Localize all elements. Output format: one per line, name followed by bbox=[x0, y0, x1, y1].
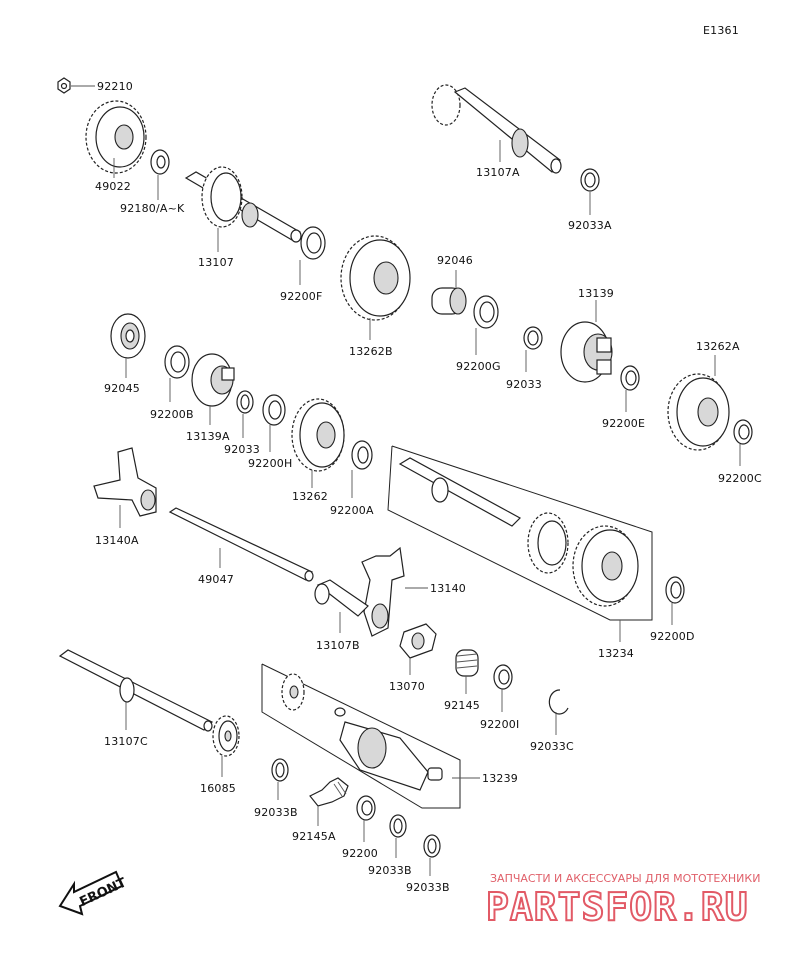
label-92145A[interactable]: 92145A bbox=[292, 830, 336, 843]
part-13262A-gear[interactable] bbox=[667, 373, 730, 451]
watermark-brand: PARTSFOR.RU bbox=[486, 885, 749, 929]
part-92033B-circlip-middle[interactable] bbox=[389, 814, 407, 838]
part-13239-drum-assembly[interactable] bbox=[281, 673, 443, 791]
part-16085-gear[interactable] bbox=[212, 715, 240, 757]
label-13234[interactable]: 13234 bbox=[598, 647, 634, 660]
part-92033B-circlip-right[interactable] bbox=[423, 834, 441, 858]
part-13234-shaft-assembly[interactable] bbox=[398, 457, 639, 607]
label-92033-left[interactable]: 92033 bbox=[224, 443, 260, 456]
label-92046[interactable]: 92046 bbox=[437, 254, 473, 267]
part-13107B-sleeve[interactable] bbox=[314, 579, 369, 617]
part-92200C-washer[interactable] bbox=[733, 419, 753, 445]
part-92200H-washer[interactable] bbox=[262, 394, 286, 426]
part-92046-bearing[interactable] bbox=[431, 287, 467, 315]
label-92033B-1[interactable]: 92033B bbox=[254, 806, 298, 819]
label-13107C[interactable]: 13107C bbox=[104, 735, 148, 748]
part-92200A-washer[interactable] bbox=[351, 440, 373, 470]
label-92145[interactable]: 92145 bbox=[444, 699, 480, 712]
part-13107-shaft[interactable] bbox=[184, 166, 302, 243]
part-92200I-washer[interactable] bbox=[493, 664, 513, 690]
label-92210[interactable]: 92210 bbox=[97, 80, 133, 93]
label-92200A[interactable]: 92200A bbox=[330, 504, 374, 517]
label-92045[interactable]: 92045 bbox=[104, 382, 140, 395]
part-92200E-washer[interactable] bbox=[620, 365, 640, 391]
part-13140-shift-fork[interactable] bbox=[361, 546, 405, 637]
label-13262[interactable]: 13262 bbox=[292, 490, 328, 503]
part-13262-gear[interactable] bbox=[291, 398, 345, 472]
part-92145-spring[interactable] bbox=[455, 649, 479, 677]
label-92200G[interactable]: 92200G bbox=[456, 360, 501, 373]
label-92033A[interactable]: 92033A bbox=[568, 219, 612, 232]
part-13107C-shaft[interactable] bbox=[58, 649, 214, 732]
part-92033A-circlip[interactable] bbox=[580, 168, 600, 192]
label-13107[interactable]: 13107 bbox=[198, 256, 234, 269]
label-92200D[interactable]: 92200D bbox=[650, 630, 695, 643]
part-13139A-gear[interactable] bbox=[191, 353, 235, 407]
label-49022[interactable]: 49022 bbox=[95, 180, 131, 193]
label-92200F[interactable]: 92200F bbox=[280, 290, 323, 303]
diagram-code: E1361 bbox=[703, 24, 739, 37]
part-92033B-circlip-left[interactable] bbox=[271, 758, 289, 782]
label-92200[interactable]: 92200 bbox=[342, 847, 378, 860]
label-49047[interactable]: 49047 bbox=[198, 573, 234, 586]
label-13262A[interactable]: 13262A bbox=[696, 340, 740, 353]
part-92033C-circlip[interactable] bbox=[548, 689, 569, 715]
label-92180[interactable]: 92180/A~K bbox=[120, 202, 185, 215]
part-92180-washer[interactable] bbox=[150, 149, 170, 175]
part-92200-washer[interactable] bbox=[356, 795, 376, 821]
label-92200H[interactable]: 92200H bbox=[248, 457, 292, 470]
part-13139-gear[interactable] bbox=[560, 321, 613, 383]
front-arrow-icon: FRONT bbox=[58, 870, 129, 916]
label-13139A[interactable]: 13139A bbox=[186, 430, 230, 443]
part-13070-plate[interactable] bbox=[399, 623, 437, 659]
label-13070[interactable]: 13070 bbox=[389, 680, 425, 693]
part-92145A-spring[interactable] bbox=[309, 777, 349, 807]
part-49022-gear[interactable] bbox=[85, 100, 147, 174]
part-13140A-shift-fork[interactable] bbox=[93, 447, 157, 517]
label-92200B[interactable]: 92200B bbox=[150, 408, 194, 421]
part-49047-rod[interactable] bbox=[168, 507, 314, 582]
label-13262B[interactable]: 13262B bbox=[349, 345, 393, 358]
part-92200G-washer[interactable] bbox=[473, 295, 499, 329]
group-13239-box bbox=[261, 663, 461, 809]
label-92200I[interactable]: 92200I bbox=[480, 718, 519, 731]
part-92200B-washer[interactable] bbox=[164, 345, 190, 379]
label-92033C[interactable]: 92033C bbox=[530, 740, 574, 753]
part-92200D-washer[interactable] bbox=[665, 576, 685, 604]
label-92200C[interactable]: 92200C bbox=[718, 472, 762, 485]
part-92033-circlip-left[interactable] bbox=[236, 390, 254, 414]
part-92033-circlip[interactable] bbox=[523, 326, 543, 350]
part-92045-bearing[interactable] bbox=[110, 313, 146, 359]
label-92200E[interactable]: 92200E bbox=[602, 417, 645, 430]
label-92033B-3[interactable]: 92033B bbox=[406, 881, 450, 894]
label-92033B-2[interactable]: 92033B bbox=[368, 864, 412, 877]
watermark-tagline: ЗАПЧАСТИ И АКСЕССУАРЫ ДЛЯ МОТОТЕХНИКИ bbox=[490, 872, 760, 885]
label-13239[interactable]: 13239 bbox=[482, 772, 518, 785]
label-13107A[interactable]: 13107A bbox=[476, 166, 520, 179]
label-13107B[interactable]: 13107B bbox=[316, 639, 360, 652]
part-92210-nut[interactable] bbox=[57, 77, 71, 94]
part-13262B-gear[interactable] bbox=[340, 235, 411, 321]
label-13140[interactable]: 13140 bbox=[430, 582, 466, 595]
label-16085[interactable]: 16085 bbox=[200, 782, 236, 795]
part-13107A-shaft[interactable] bbox=[431, 84, 562, 174]
part-92200F-washer[interactable] bbox=[300, 226, 326, 260]
label-92033[interactable]: 92033 bbox=[506, 378, 542, 391]
label-13140A[interactable]: 13140A bbox=[95, 534, 139, 547]
group-13234-box bbox=[387, 445, 653, 621]
label-13139[interactable]: 13139 bbox=[578, 287, 614, 300]
